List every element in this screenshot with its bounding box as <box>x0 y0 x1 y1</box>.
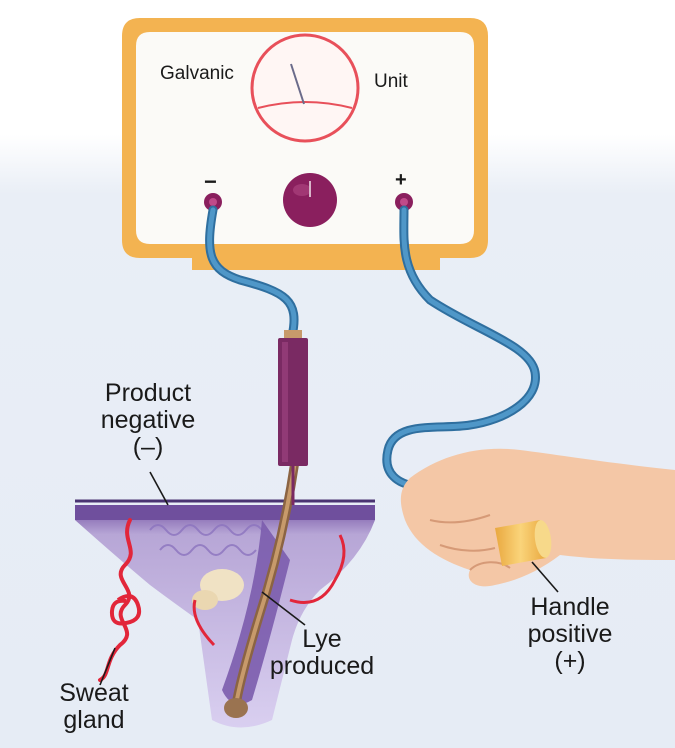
hair-bulb <box>224 698 248 718</box>
label-handle-positive: Handle positive (+) <box>515 594 625 675</box>
label-product-negative-line2: negative <box>83 407 213 434</box>
label-product-negative: Product negative (–) <box>83 380 213 461</box>
label-lye-produced-line2: produced <box>262 653 382 680</box>
label-sweat-gland-line2: gland <box>44 707 144 734</box>
label-sweat-gland: Sweat gland <box>44 680 144 734</box>
label-product-negative-line1: Product <box>83 380 213 407</box>
label-product-negative-line3: (–) <box>83 434 213 461</box>
dial-knob[interactable] <box>283 173 337 227</box>
negative-sign: − <box>204 170 217 194</box>
positive-sign: + <box>395 170 407 192</box>
label-handle-positive-line3: (+) <box>515 648 625 675</box>
label-handle-positive-line2: positive <box>515 621 625 648</box>
meter-gauge <box>252 35 358 141</box>
label-lye-produced-line1: Lye <box>262 626 382 653</box>
unit-label: Unit <box>374 72 408 93</box>
galvanic-label: Galvanic <box>160 64 234 85</box>
label-lye-produced: Lye produced <box>262 626 382 680</box>
galvanic-unit <box>122 18 488 270</box>
label-sweat-gland-line1: Sweat <box>44 680 144 707</box>
label-handle-positive-line1: Handle <box>515 594 625 621</box>
